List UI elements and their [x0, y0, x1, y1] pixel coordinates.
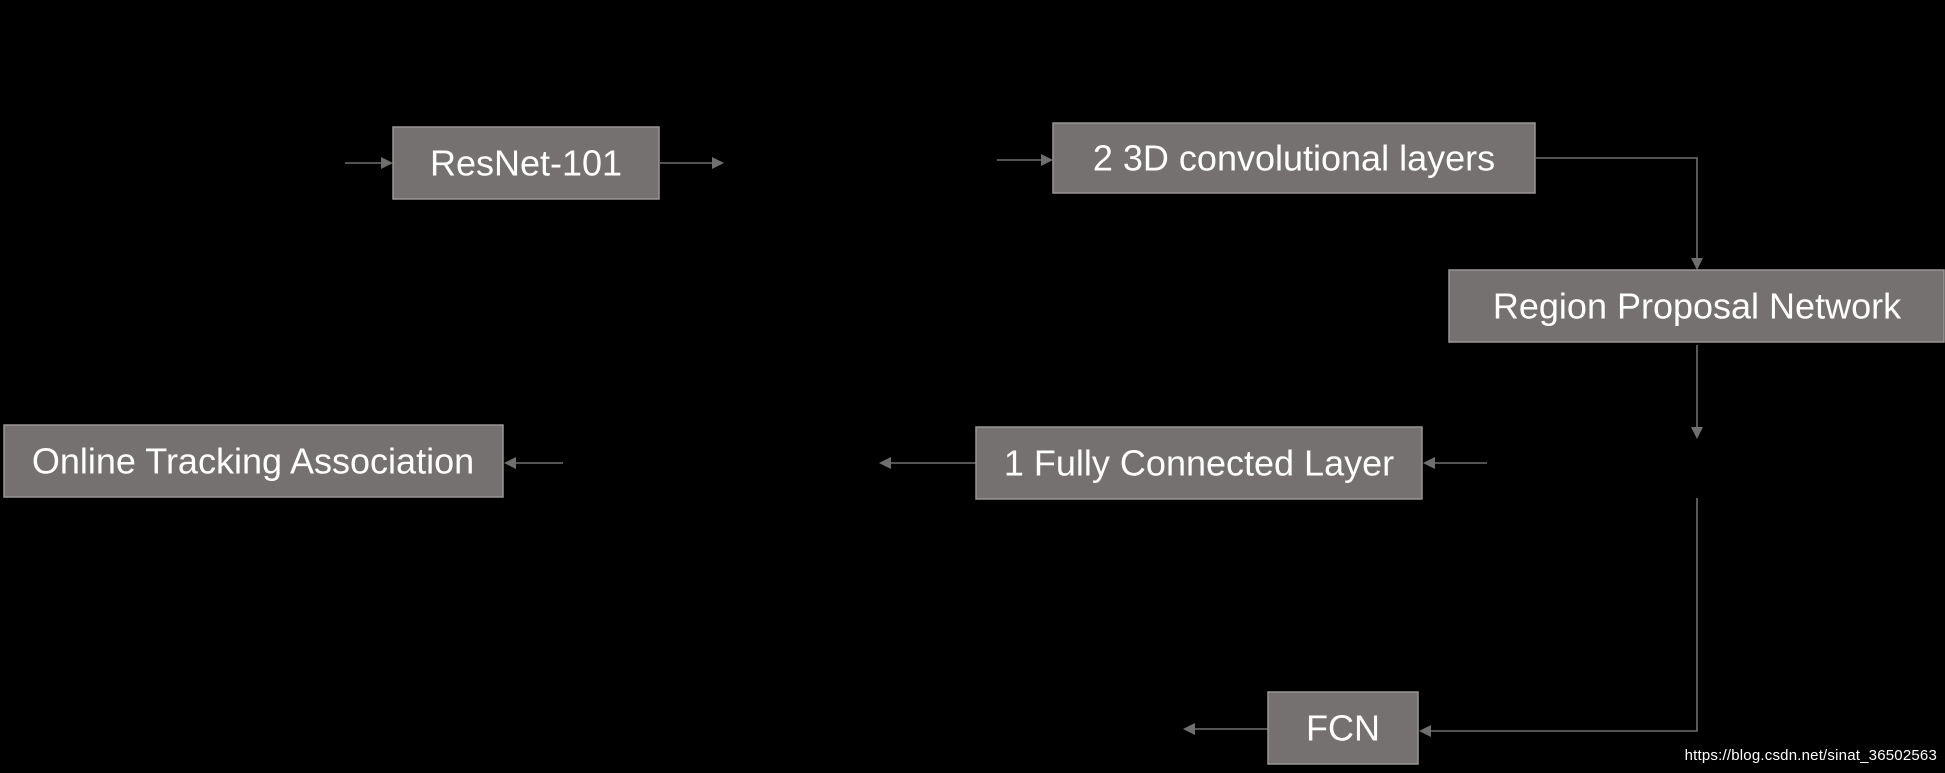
arrowhead — [712, 157, 724, 169]
node-box — [1052, 122, 1536, 194]
arrowhead — [1423, 457, 1435, 469]
node-resnet: ResNet-101 — [392, 126, 660, 200]
arrowhead — [1419, 725, 1431, 737]
node-box — [1448, 269, 1945, 343]
node-fc: 1 Fully Connected Layer — [975, 426, 1423, 500]
node-tracking: Online Tracking Association — [3, 424, 504, 498]
arrowhead — [381, 157, 393, 169]
edge-branch-to-fcn — [1430, 498, 1698, 732]
node-box — [392, 126, 660, 200]
node-label: 2 3D convolutional layers — [1093, 138, 1495, 179]
node-conv3d: 2 3D convolutional layers — [1052, 122, 1536, 194]
arrowhead — [504, 457, 516, 469]
watermark-url: https://blog.csdn.net/sinat_36502563 — [1684, 747, 1937, 764]
arrowhead — [1041, 154, 1053, 166]
node-fcn: FCN — [1267, 691, 1419, 765]
arrowhead — [1183, 723, 1195, 735]
node-label: 1 Fully Connected Layer — [1004, 443, 1394, 484]
node-label: FCN — [1306, 708, 1380, 749]
node-box — [3, 424, 504, 498]
arrowhead — [1691, 258, 1703, 270]
arrowhead — [1691, 427, 1703, 439]
node-label: Region Proposal Network — [1493, 286, 1902, 327]
edges — [345, 154, 1703, 737]
edge-conv3d-to-rpn — [1536, 157, 1698, 260]
node-box — [975, 426, 1423, 500]
arrowhead — [879, 457, 891, 469]
node-box — [1267, 691, 1419, 765]
node-rpn: Region Proposal Network — [1448, 269, 1945, 343]
node-label: ResNet-101 — [430, 143, 622, 184]
node-label: Online Tracking Association — [32, 441, 474, 482]
